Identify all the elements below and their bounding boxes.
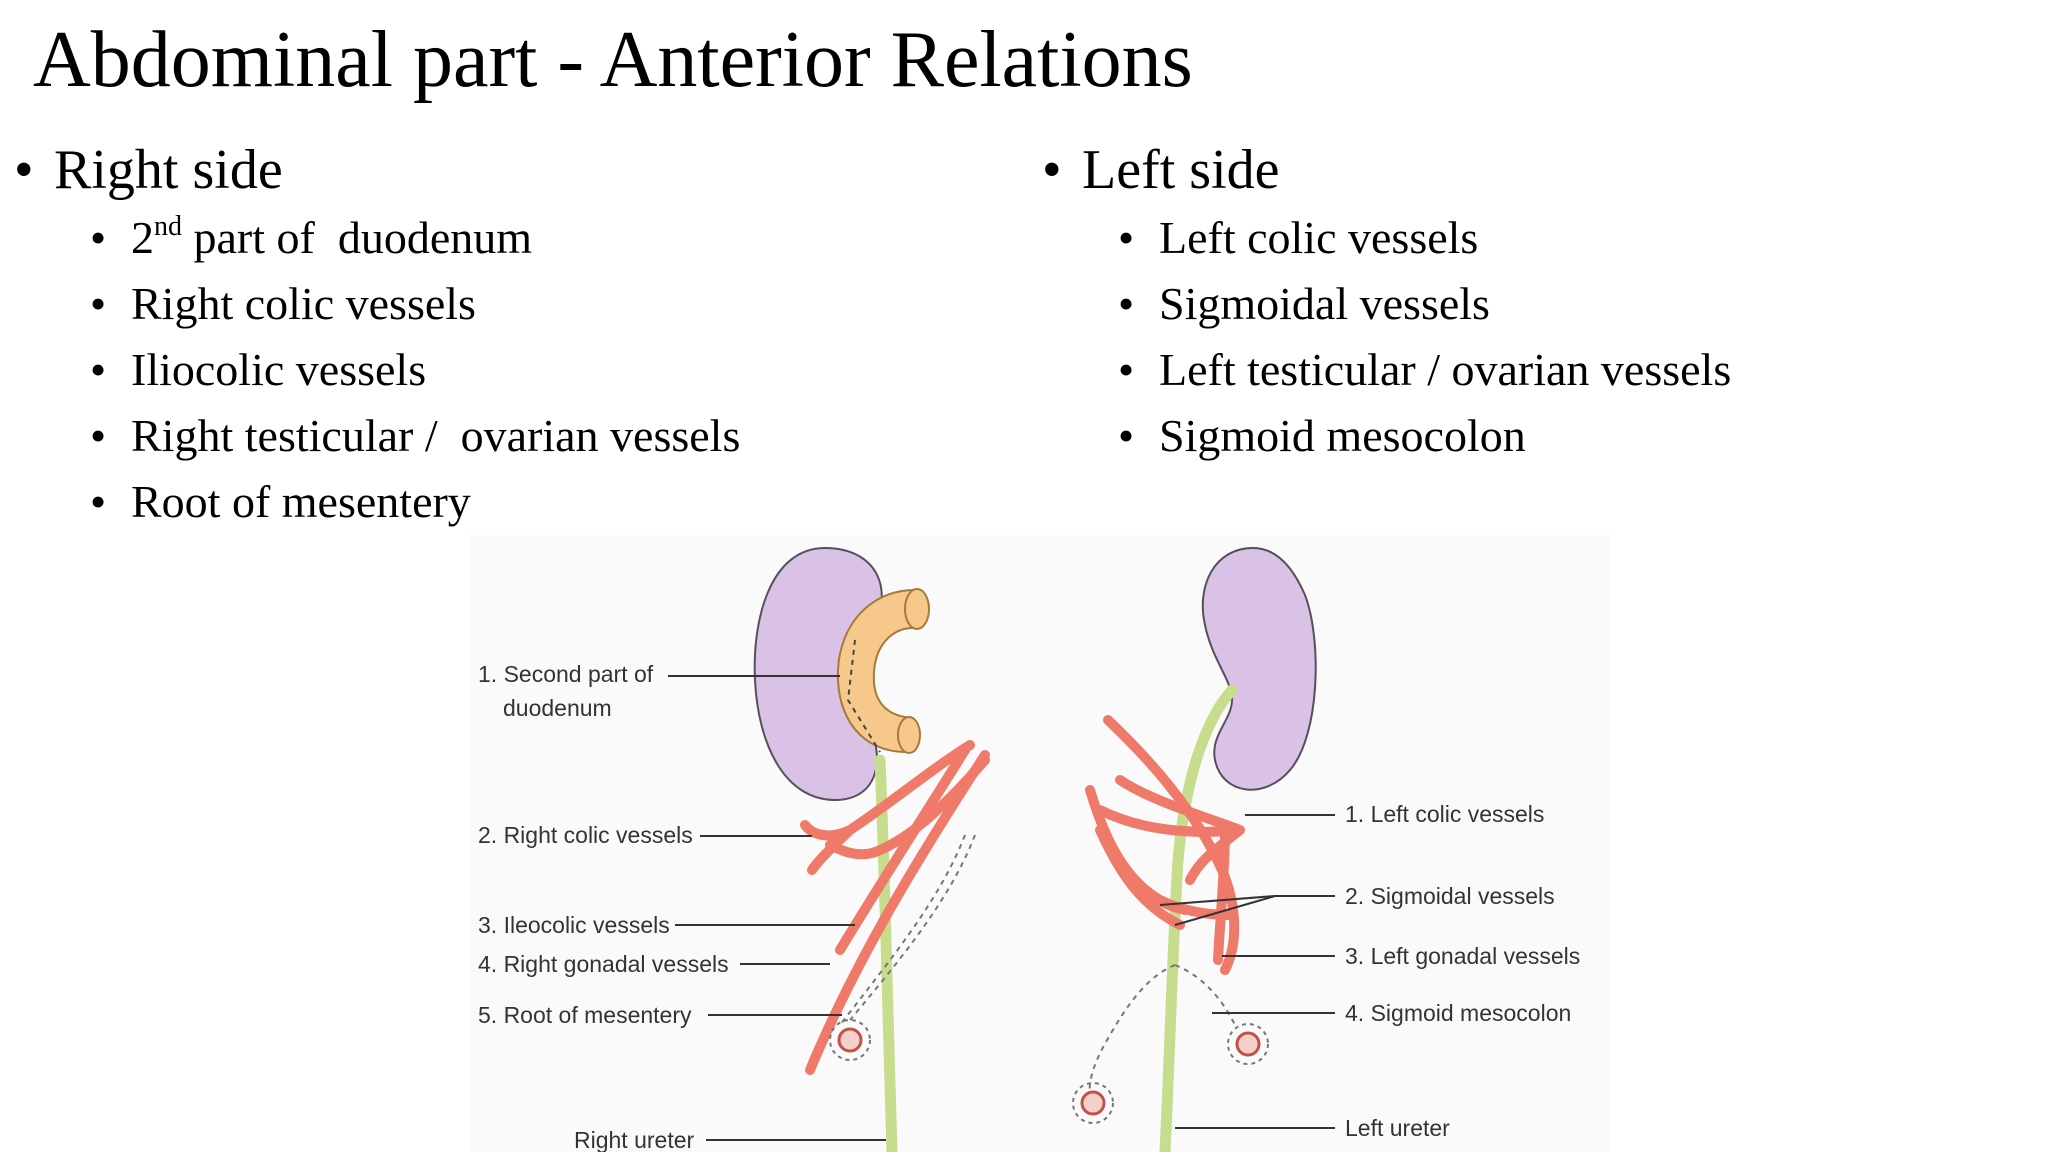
list-item: • Left testicular / ovarian vessels	[1118, 337, 1731, 403]
label-sigmoid-mesocolon: 4. Sigmoid mesocolon	[1345, 1000, 1571, 1026]
bullet-icon: •	[1118, 344, 1135, 395]
bullet-icon: •	[14, 139, 34, 201]
figure-background	[470, 535, 1610, 1152]
list-item: • Sigmoid mesocolon	[1118, 403, 1731, 469]
left-gonadal-vessels-shape	[1213, 825, 1230, 965]
label-right-gonadal-vessels: 4. Right gonadal vessels	[478, 951, 729, 977]
bullet-icon: •	[90, 476, 107, 527]
list-item: • Right testicular / ovarian vessels	[90, 403, 740, 469]
vessel-section-icon	[1080, 1090, 1106, 1116]
vessel-section-outline	[829, 1019, 871, 1061]
bullet-icon: •	[1042, 139, 1062, 201]
label-duodenum: duodenum	[503, 695, 612, 721]
left-side-list: • Left side • Left colic vessels • Sigmo…	[1042, 135, 1731, 469]
left-ureter-shape	[1159, 684, 1238, 1152]
bullet-icon: •	[90, 212, 107, 263]
right-colic-vessels-shape	[800, 740, 975, 875]
list-item: • Root of mesentery	[90, 469, 740, 535]
label-right-colic-vessels: 2. Right colic vessels	[478, 822, 693, 848]
bullet-icon: •	[90, 278, 107, 329]
duodenum-end	[897, 716, 921, 754]
duodenum-end	[904, 588, 930, 630]
list-item: • Right colic vessels	[90, 271, 740, 337]
leader-line	[1159, 895, 1276, 906]
left-side-heading: • Left side	[1042, 135, 1731, 205]
leader-line	[1174, 895, 1276, 926]
bullet-icon: •	[90, 410, 107, 461]
list-item: • Iliocolic vessels	[90, 337, 740, 403]
vessel-section-icon	[1235, 1031, 1261, 1057]
duodenum-shape	[836, 588, 920, 754]
vessel-section-icon	[837, 1027, 863, 1053]
slide-title: Abdominal part - Anterior Relations	[33, 16, 1193, 104]
right-side-heading: • Right side	[14, 135, 740, 205]
duodenum-crossing-outline	[846, 639, 881, 753]
label-left-colic-vessels: 1. Left colic vessels	[1345, 801, 1544, 827]
label-second-part-duodenum: 1. Second part of	[478, 661, 654, 687]
ileocolic-vessels-shape	[835, 745, 970, 955]
list-item: • 2nd part of duodenum	[90, 205, 740, 271]
vessel-section-outline	[1072, 1082, 1114, 1124]
bullet-icon: •	[1118, 212, 1135, 263]
list-item: • Left colic vessels	[1118, 205, 1731, 271]
right-gonadal-vessels-shape	[805, 750, 990, 1075]
left-kidney-shape	[1201, 546, 1317, 791]
label-sigmoidal-vessels: 2. Sigmoidal vessels	[1345, 883, 1555, 909]
sigmoid-mesocolon-outline	[1174, 964, 1236, 1026]
label-root-of-mesentery: 5. Root of mesentery	[478, 1002, 692, 1028]
bullet-icon: •	[1118, 278, 1135, 329]
sigmoidal-vessels-shape	[1095, 825, 1190, 930]
list-item: • Sigmoidal vessels	[1118, 271, 1731, 337]
sigmoid-mesocolon-outline	[1088, 964, 1176, 1096]
left-vessel-stem-shape	[1103, 715, 1240, 975]
label-ileocolic-vessels: 3. Ileocolic vessels	[478, 912, 670, 938]
label-left-ureter: Left ureter	[1345, 1115, 1450, 1141]
bullet-icon: •	[1118, 410, 1135, 461]
bullet-icon: •	[90, 344, 107, 395]
right-side-list: • Right side • 2nd part of duodenum • Ri…	[14, 135, 740, 535]
label-right-ureter: Right ureter	[574, 1127, 695, 1152]
vessel-section-outline	[1227, 1023, 1269, 1065]
label-left-gonadal-vessels: 3. Left gonadal vessels	[1345, 943, 1580, 969]
